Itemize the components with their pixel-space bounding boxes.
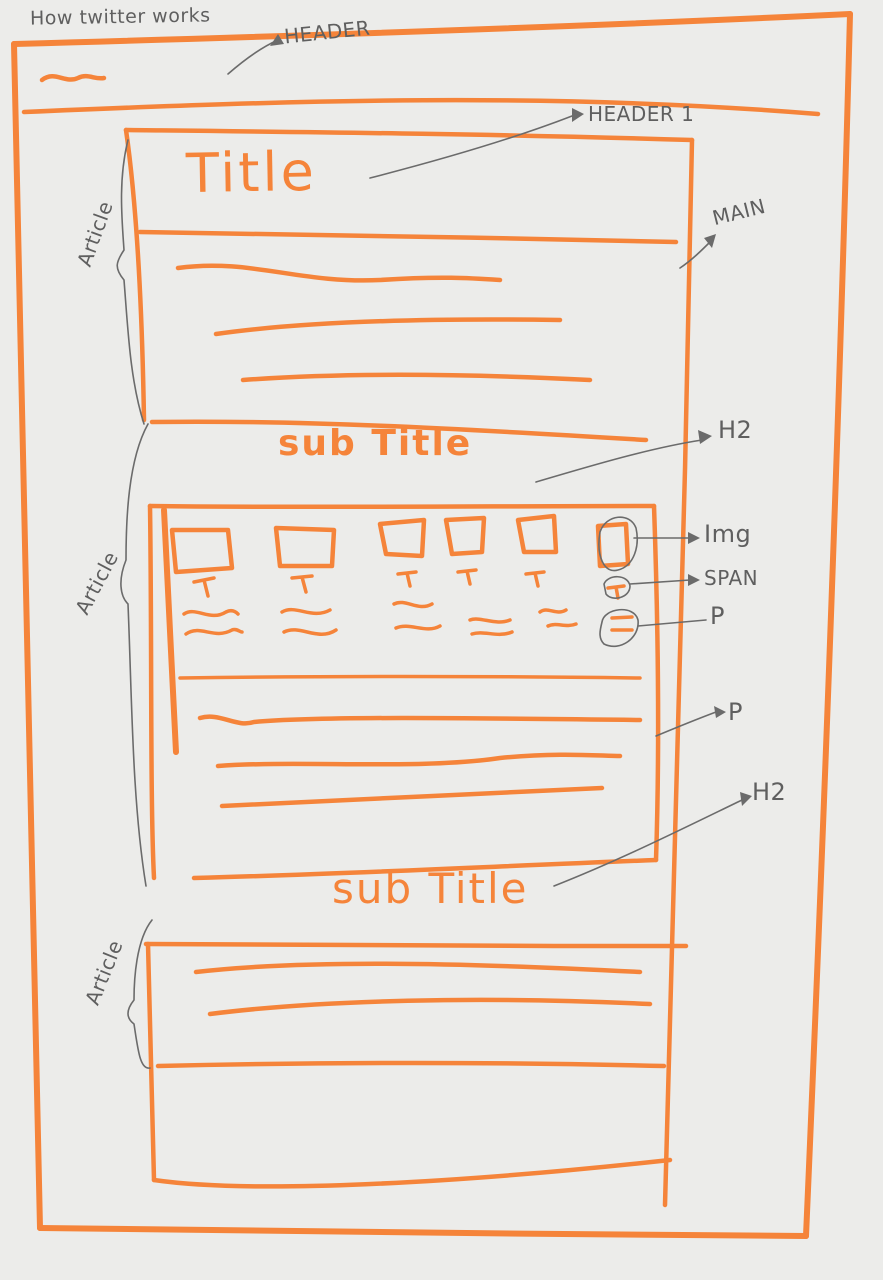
subtitle-heading-1: sub Title [278,423,473,464]
subtitle-heading-2: sub Title [332,864,529,913]
page-title-heading: Title [185,139,318,206]
p-text-annotation: P [728,698,743,726]
page-frame [11,11,853,1239]
h2-annotation-first: H2 [718,416,753,444]
article-1-text-lines [175,263,593,383]
header1-annotation: HEADER 1 [588,102,695,126]
img-annotation: Img [704,520,752,548]
article-2-box [147,503,661,881]
article-2-text-lines [197,714,643,809]
article-divider-1 [149,419,649,443]
img-icon [515,513,559,555]
img-icon [595,521,631,569]
span-markers [192,568,626,600]
img-icon [377,517,427,559]
img-icon [443,515,487,557]
article-3-box [143,941,689,1189]
item-paragraphs [182,600,634,637]
article-2-divider [178,674,642,680]
image-grid [169,513,631,575]
header-bar [21,73,821,117]
article-brackets [116,139,153,1069]
main-column [123,127,695,1208]
annotation-arrows [227,34,752,887]
img-icon [169,527,235,575]
img-icon [273,525,337,569]
h2-annotation-second: H2 [752,778,787,806]
span-annotation: SPAN [704,566,759,590]
menu-icon [39,73,107,83]
page-title-annotation: How twitter works [29,4,211,30]
p-item-annotation: P [710,602,725,630]
